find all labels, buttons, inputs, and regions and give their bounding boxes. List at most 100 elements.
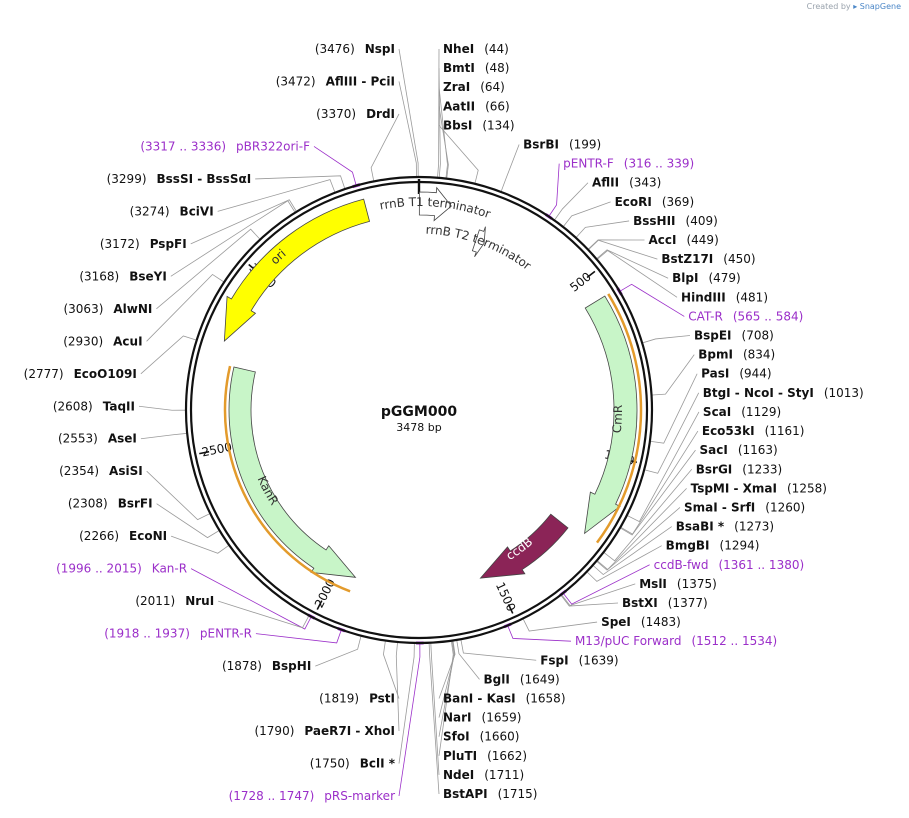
enzyme-label-btgi-ncoi-styi[interactable]: BtgI - NcoI - StyI(1013) — [703, 386, 864, 400]
enzyme-label-bcivi[interactable]: (3274)BciVI — [130, 204, 214, 218]
enzyme-label-bani-kasi[interactable]: BanI - KasI(1658) — [443, 691, 566, 705]
enzyme-label-bpmi[interactable]: BpmI(834) — [698, 348, 775, 362]
leader-bsrbi — [500, 144, 520, 192]
enzyme-label-msli[interactable]: MslI(1375) — [639, 577, 717, 591]
leader-bstz17i — [588, 239, 658, 260]
enzyme-label-nspi[interactable]: (3476)NspI — [315, 42, 395, 56]
enzyme-label-bsphi[interactable]: (1878)BspHI — [222, 659, 311, 673]
leader-paer7i-xhoi — [395, 642, 400, 732]
enzyme-label-pasi[interactable]: PasI(944) — [701, 367, 771, 381]
leader-bseyi — [170, 200, 296, 277]
primer-label-pentr-f[interactable]: pENTR-F(316 .. 339) — [563, 157, 694, 171]
enzyme-label-bgli[interactable]: BglI(1649) — [484, 672, 560, 686]
leader-scai — [627, 411, 700, 523]
tick-label-2500: 2500 — [201, 440, 234, 460]
leader-drdi — [370, 113, 400, 181]
tick-label-2000: 2000 — [312, 577, 338, 611]
enzyme-label-acui[interactable]: (2930)AcuI — [63, 334, 142, 348]
enzyme-label-hindiii[interactable]: HindIII(481) — [681, 290, 768, 304]
enzyme-label-ecori[interactable]: EcoRI(369) — [615, 195, 695, 209]
leader-alwni — [156, 228, 260, 310]
enzyme-label-afliii-pcii[interactable]: (3472)AflIII - PciI — [276, 74, 395, 88]
enzyme-label-bspei[interactable]: BspEI(708) — [694, 329, 774, 343]
feature-ccdb[interactable] — [479, 513, 569, 579]
enzyme-label-drdi[interactable]: (3370)DrdI — [316, 107, 395, 121]
leader-bmgbi — [587, 545, 662, 582]
enzyme-label-bstapi[interactable]: BstAPI(1715) — [443, 787, 537, 801]
enzyme-label-blpi[interactable]: BlpI(479) — [672, 271, 741, 285]
enzyme-label-asisi[interactable]: (2354)AsiSI — [59, 464, 143, 478]
primer-label-prs-marker[interactable]: (1728 .. 1747)pRS-marker — [229, 789, 395, 803]
primer-label-cat-r[interactable]: CAT-R(565 .. 584) — [688, 309, 803, 323]
enzyme-label-pspfi[interactable]: (3172)PspFI — [100, 237, 187, 251]
enzyme-label-nhei[interactable]: NheI(44) — [443, 42, 509, 56]
leader-bcli — [398, 643, 415, 764]
feature-ori[interactable] — [223, 198, 371, 342]
enzyme-label-bcli[interactable]: (1750)BclI * — [310, 757, 396, 771]
enzyme-label-asei[interactable]: (2553)AseI — [58, 432, 137, 446]
enzyme-label-aflii[interactable]: AflII(343) — [592, 176, 661, 190]
position-ticks: 50010001500200025003000 — [199, 261, 637, 614]
primer-label-kan-r[interactable]: (1996 .. 2015)Kan-R — [56, 562, 187, 576]
enzyme-label-econi[interactable]: (2266)EcoNI — [79, 529, 167, 543]
enzyme-label-bmti[interactable]: BmtI(48) — [443, 61, 510, 75]
tick-mark-2500 — [199, 450, 210, 455]
enzyme-label-eco53ki[interactable]: Eco53kI(1161) — [702, 424, 805, 438]
enzyme-label-sfoi[interactable]: SfoI(1660) — [443, 730, 519, 744]
enzyme-label-alwni[interactable]: (3063)AlwNI — [63, 302, 152, 316]
leader-pspfi — [190, 199, 297, 245]
primer-binding-arc-kanr — [223, 365, 351, 593]
primer-label-pbr322ori-f[interactable]: (3317 .. 3336)pBR322ori-F — [140, 139, 310, 153]
leader-smai-srfi — [596, 507, 681, 571]
enzyme-label-ndei[interactable]: NdeI(1711) — [443, 768, 524, 782]
leader-bcivi — [217, 179, 336, 212]
enzyme-label-scai[interactable]: ScaI(1129) — [703, 405, 781, 419]
enzyme-label-bsrgi[interactable]: BsrGI(1233) — [696, 462, 782, 476]
primer-label-m13-puc-forward[interactable]: M13/pUC Forward(1512 .. 1534) — [575, 634, 777, 648]
leader-bstxi — [561, 595, 619, 607]
enzyme-label-bstz17i[interactable]: BstZ17I(450) — [661, 252, 755, 266]
enzyme-label-bsrbi[interactable]: BsrBI(199) — [523, 138, 601, 152]
enzyme-label-acci[interactable]: AccI(449) — [649, 233, 719, 247]
enzyme-label-paer7i-xhoi[interactable]: (1790)PaeR7I - XhoI — [254, 724, 395, 738]
leader-pbr322ori-f — [313, 146, 357, 185]
enzyme-label-bstxi[interactable]: BstXI(1377) — [622, 596, 708, 610]
enzyme-label-taqii[interactable]: (2608)TaqII — [53, 399, 135, 413]
tick-label-500: 500 — [567, 269, 594, 294]
leader-bbsi — [438, 125, 479, 183]
enzyme-label-pluti[interactable]: PluTI(1662) — [443, 749, 527, 763]
leader-sfoi — [438, 641, 455, 737]
enzyme-label-spei[interactable]: SpeI(1483) — [601, 615, 681, 629]
enzyme-label-bsrfi[interactable]: (2308)BsrFI — [68, 497, 153, 511]
tick-mark-2000 — [316, 600, 323, 610]
enzyme-label-bbsi[interactable]: BbsI(134) — [443, 118, 515, 132]
enzyme-label-psti[interactable]: (1819)PstI — [319, 692, 395, 706]
primer-label-pentr-r[interactable]: (1918 .. 1937)pENTR-R — [104, 627, 252, 641]
enzyme-label-tspmi-xmai[interactable]: TspMI - XmaI(1258) — [691, 481, 827, 495]
leader-ecori — [563, 201, 611, 227]
plasmid-backbone — [184, 175, 654, 645]
enzyme-label-ecoo109i[interactable]: (2777)EcoO109I — [24, 367, 137, 381]
enzyme-label-aatii[interactable]: AatII(66) — [443, 99, 510, 113]
feature-rrnb-t2-terminator[interactable] — [471, 226, 486, 257]
primer-label-ccdb-fwd[interactable]: ccdB-fwd(1361 .. 1380) — [654, 558, 805, 572]
enzyme-label-zrai[interactable]: ZraI(64) — [443, 80, 505, 94]
feature-kanr[interactable] — [228, 366, 357, 578]
leader-kan-r — [190, 568, 312, 630]
enzyme-label-saci[interactable]: SacI(1163) — [699, 443, 777, 457]
leader-bsrfi — [156, 503, 219, 539]
enzyme-label-nrui[interactable]: (2011)NruI — [135, 594, 214, 608]
enzyme-label-bseyi[interactable]: (3168)BseYI — [79, 269, 167, 283]
credit-prefix: Created by — [806, 2, 851, 11]
feature-cmr[interactable] — [584, 295, 638, 535]
enzyme-label-bsshii[interactable]: BssHII(409) — [633, 214, 718, 228]
feature-rrnb-t1-terminator[interactable] — [418, 186, 452, 222]
enzyme-label-bmgbi[interactable]: BmgBI(1294) — [666, 539, 760, 553]
enzyme-label-fspi[interactable]: FspI(1639) — [540, 653, 618, 667]
leader-blpi — [596, 249, 669, 279]
enzyme-label-bsabi[interactable]: BsaBI *(1273) — [676, 520, 774, 534]
enzyme-label-smai-srfi[interactable]: SmaI - SrfI(1260) — [684, 500, 805, 514]
enzyme-label-nari[interactable]: NarI(1659) — [443, 711, 521, 725]
enzyme-label-bsssi-bsss-i[interactable]: (3299)BssSI - BssSαI — [107, 172, 252, 186]
